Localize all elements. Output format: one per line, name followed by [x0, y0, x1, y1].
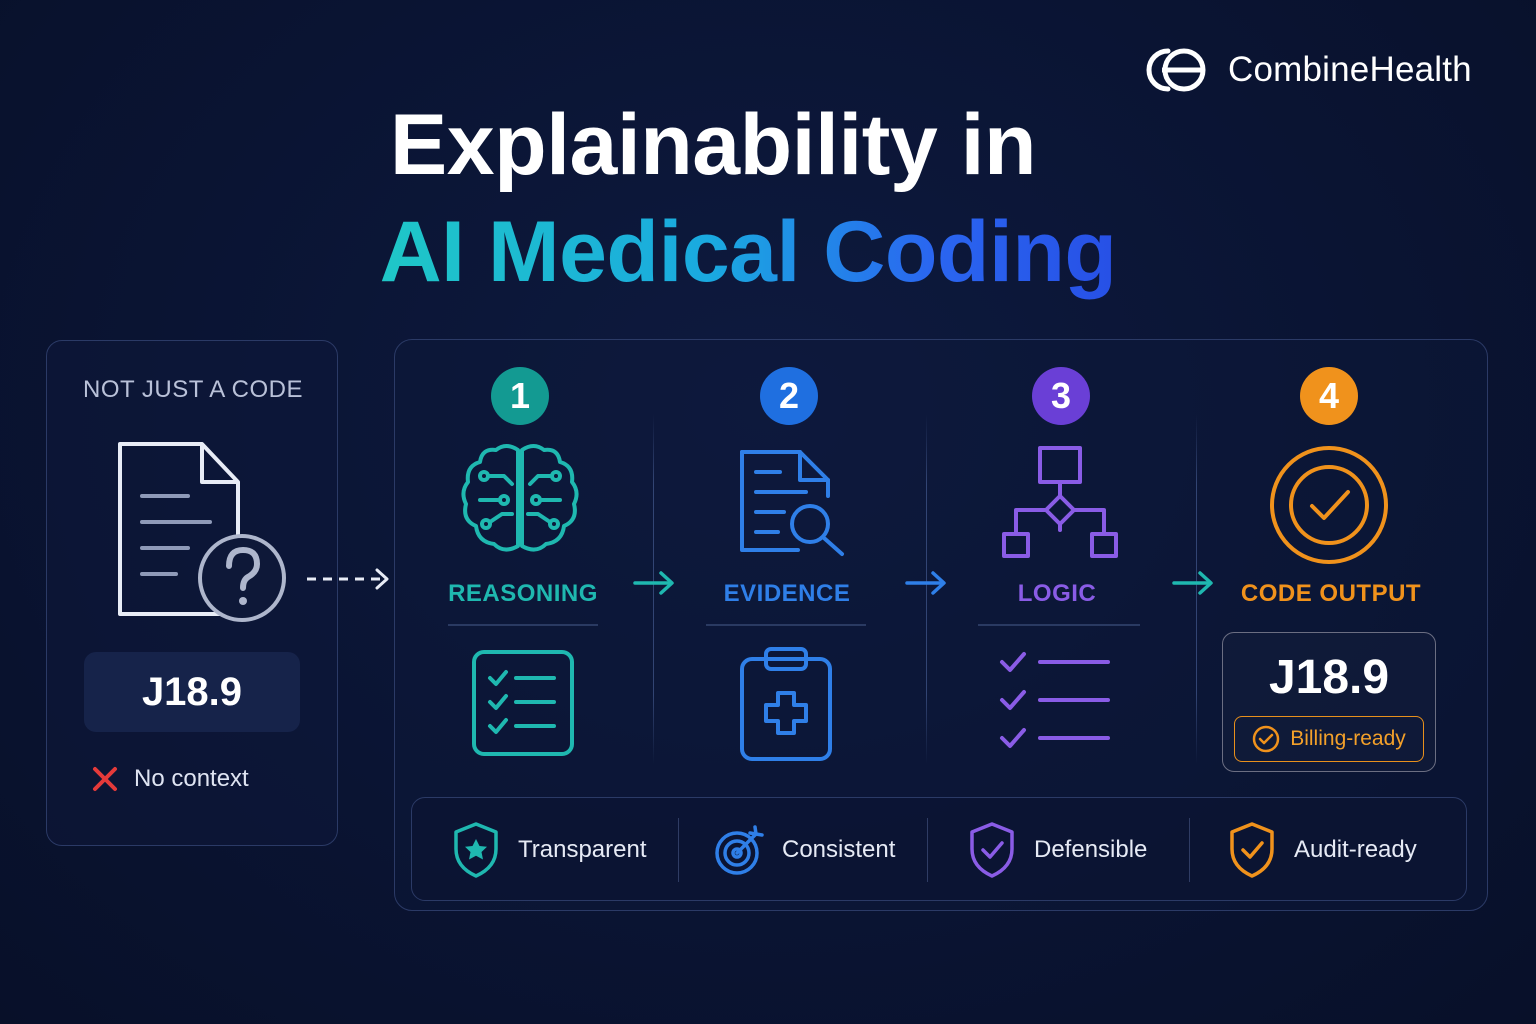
- step-1-label: REASONING: [448, 580, 598, 607]
- billing-ready-badge: Billing-ready: [1234, 716, 1424, 762]
- flowchart-icon: [1002, 446, 1118, 558]
- step-1-rule: [448, 624, 598, 626]
- step-4-label: CODE OUTPUT: [1240, 580, 1422, 607]
- step-4-badge: 4: [1300, 367, 1358, 425]
- title-line-2: AI Medical Coding: [0, 203, 1496, 302]
- step-1-badge: 1: [491, 367, 549, 425]
- target-icon: [715, 825, 764, 875]
- document-search-icon: [740, 450, 844, 556]
- output-code: J18.9: [1268, 651, 1390, 704]
- shield-check-icon: [1230, 822, 1274, 878]
- step-arrow-icon: [633, 571, 674, 595]
- features-bar: [411, 797, 1467, 901]
- feature-divider: [678, 818, 679, 882]
- step-arrow-icon: [1172, 571, 1213, 595]
- step-3-rule: [978, 624, 1140, 626]
- code-output-box: [1222, 632, 1436, 772]
- check-list-icon: [1000, 652, 1110, 748]
- step-2-label: EVIDENCE: [723, 580, 851, 607]
- shield-check-icon: [970, 822, 1014, 878]
- step-divider: [926, 414, 927, 764]
- feature-divider: [1189, 818, 1190, 882]
- check-circle-small-icon: [1252, 725, 1280, 753]
- no-context-label: No context: [134, 765, 249, 792]
- feature-transparent: Transparent: [452, 816, 647, 884]
- step-2-rule: [706, 624, 866, 626]
- feature-consistent: Consistent: [714, 816, 895, 884]
- brand: CombineHealth: [1138, 40, 1472, 100]
- document-question-icon: [118, 442, 286, 622]
- billing-ready-label: Billing-ready: [1290, 727, 1406, 750]
- step-2-badge: 2: [760, 367, 818, 425]
- brand-name: CombineHealth: [1228, 50, 1472, 89]
- step-3-label: LOGIC: [1017, 580, 1097, 607]
- step-divider: [1196, 414, 1197, 764]
- not-just-a-code-card: [46, 340, 338, 846]
- brain-circuit-icon: [461, 444, 579, 552]
- feature-label: Defensible: [1034, 836, 1148, 863]
- step-arrow-icon: [905, 571, 946, 595]
- feature-label: Audit-ready: [1294, 836, 1417, 863]
- feature-defensible: Defensible: [968, 816, 1147, 884]
- dashed-arrow-icon: [307, 568, 389, 590]
- check-circle-icon: [1270, 446, 1388, 564]
- left-card-heading: NOT JUST A CODE: [83, 376, 303, 403]
- title-line-2-text: AI Medical Coding: [379, 204, 1117, 300]
- checklist-icon: [472, 650, 574, 756]
- feature-audit-ready: Audit-ready: [1228, 816, 1417, 884]
- feature-label: Transparent: [518, 836, 647, 863]
- step-3-badge: 3: [1032, 367, 1090, 425]
- no-context-note: No context: [90, 764, 249, 794]
- medical-clipboard-icon: [740, 647, 832, 761]
- red-x-icon: [93, 767, 117, 791]
- brand-logo-icon: [1146, 48, 1206, 92]
- step-divider: [653, 414, 654, 764]
- feature-divider: [927, 818, 928, 882]
- title-line-1: Explainability in: [389, 97, 1037, 193]
- shield-star-icon: [454, 822, 498, 878]
- uncontextualized-code: J18.9: [84, 652, 300, 732]
- feature-label: Consistent: [782, 836, 896, 863]
